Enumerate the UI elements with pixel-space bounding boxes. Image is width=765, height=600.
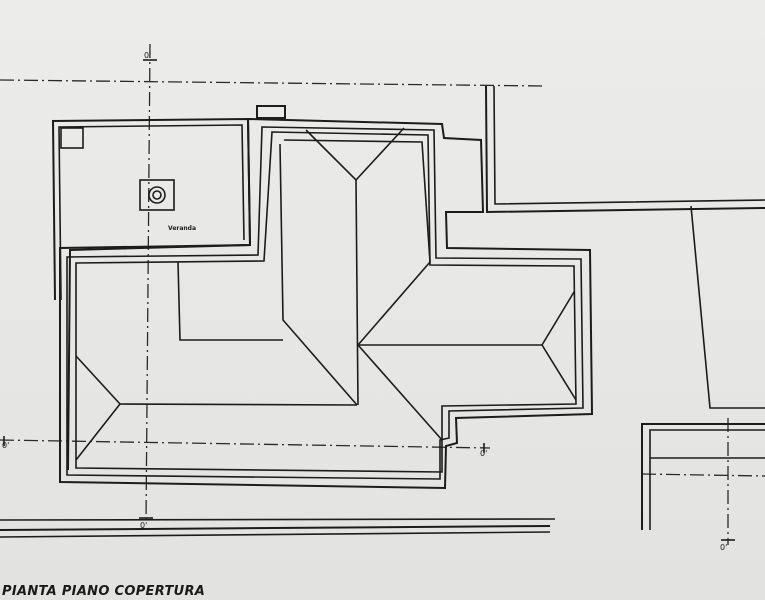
veranda-outline: Veranda xyxy=(51,117,252,471)
chimney xyxy=(256,105,286,119)
axis-mark-left: 0' xyxy=(2,441,9,450)
boundary-upper-right xyxy=(485,85,765,409)
veranda-label: Veranda xyxy=(168,225,196,232)
lower-right-structure xyxy=(641,423,765,530)
boundary-bottom xyxy=(0,518,556,538)
axis-markers: 0' 0' 0' 0' 0' xyxy=(2,51,735,552)
axis-mark-bottom: 0' xyxy=(140,521,147,530)
plan-title: PIANTA PIANO COPERTURA xyxy=(2,584,206,599)
axis-mark-right: 0' xyxy=(480,449,487,458)
roof-perimeter xyxy=(59,117,594,490)
axis-lines xyxy=(0,43,765,545)
axis-mark-top: 0' xyxy=(144,51,151,60)
roof-ridges xyxy=(75,127,577,461)
axis-mark-far-right: 0' xyxy=(720,543,727,552)
